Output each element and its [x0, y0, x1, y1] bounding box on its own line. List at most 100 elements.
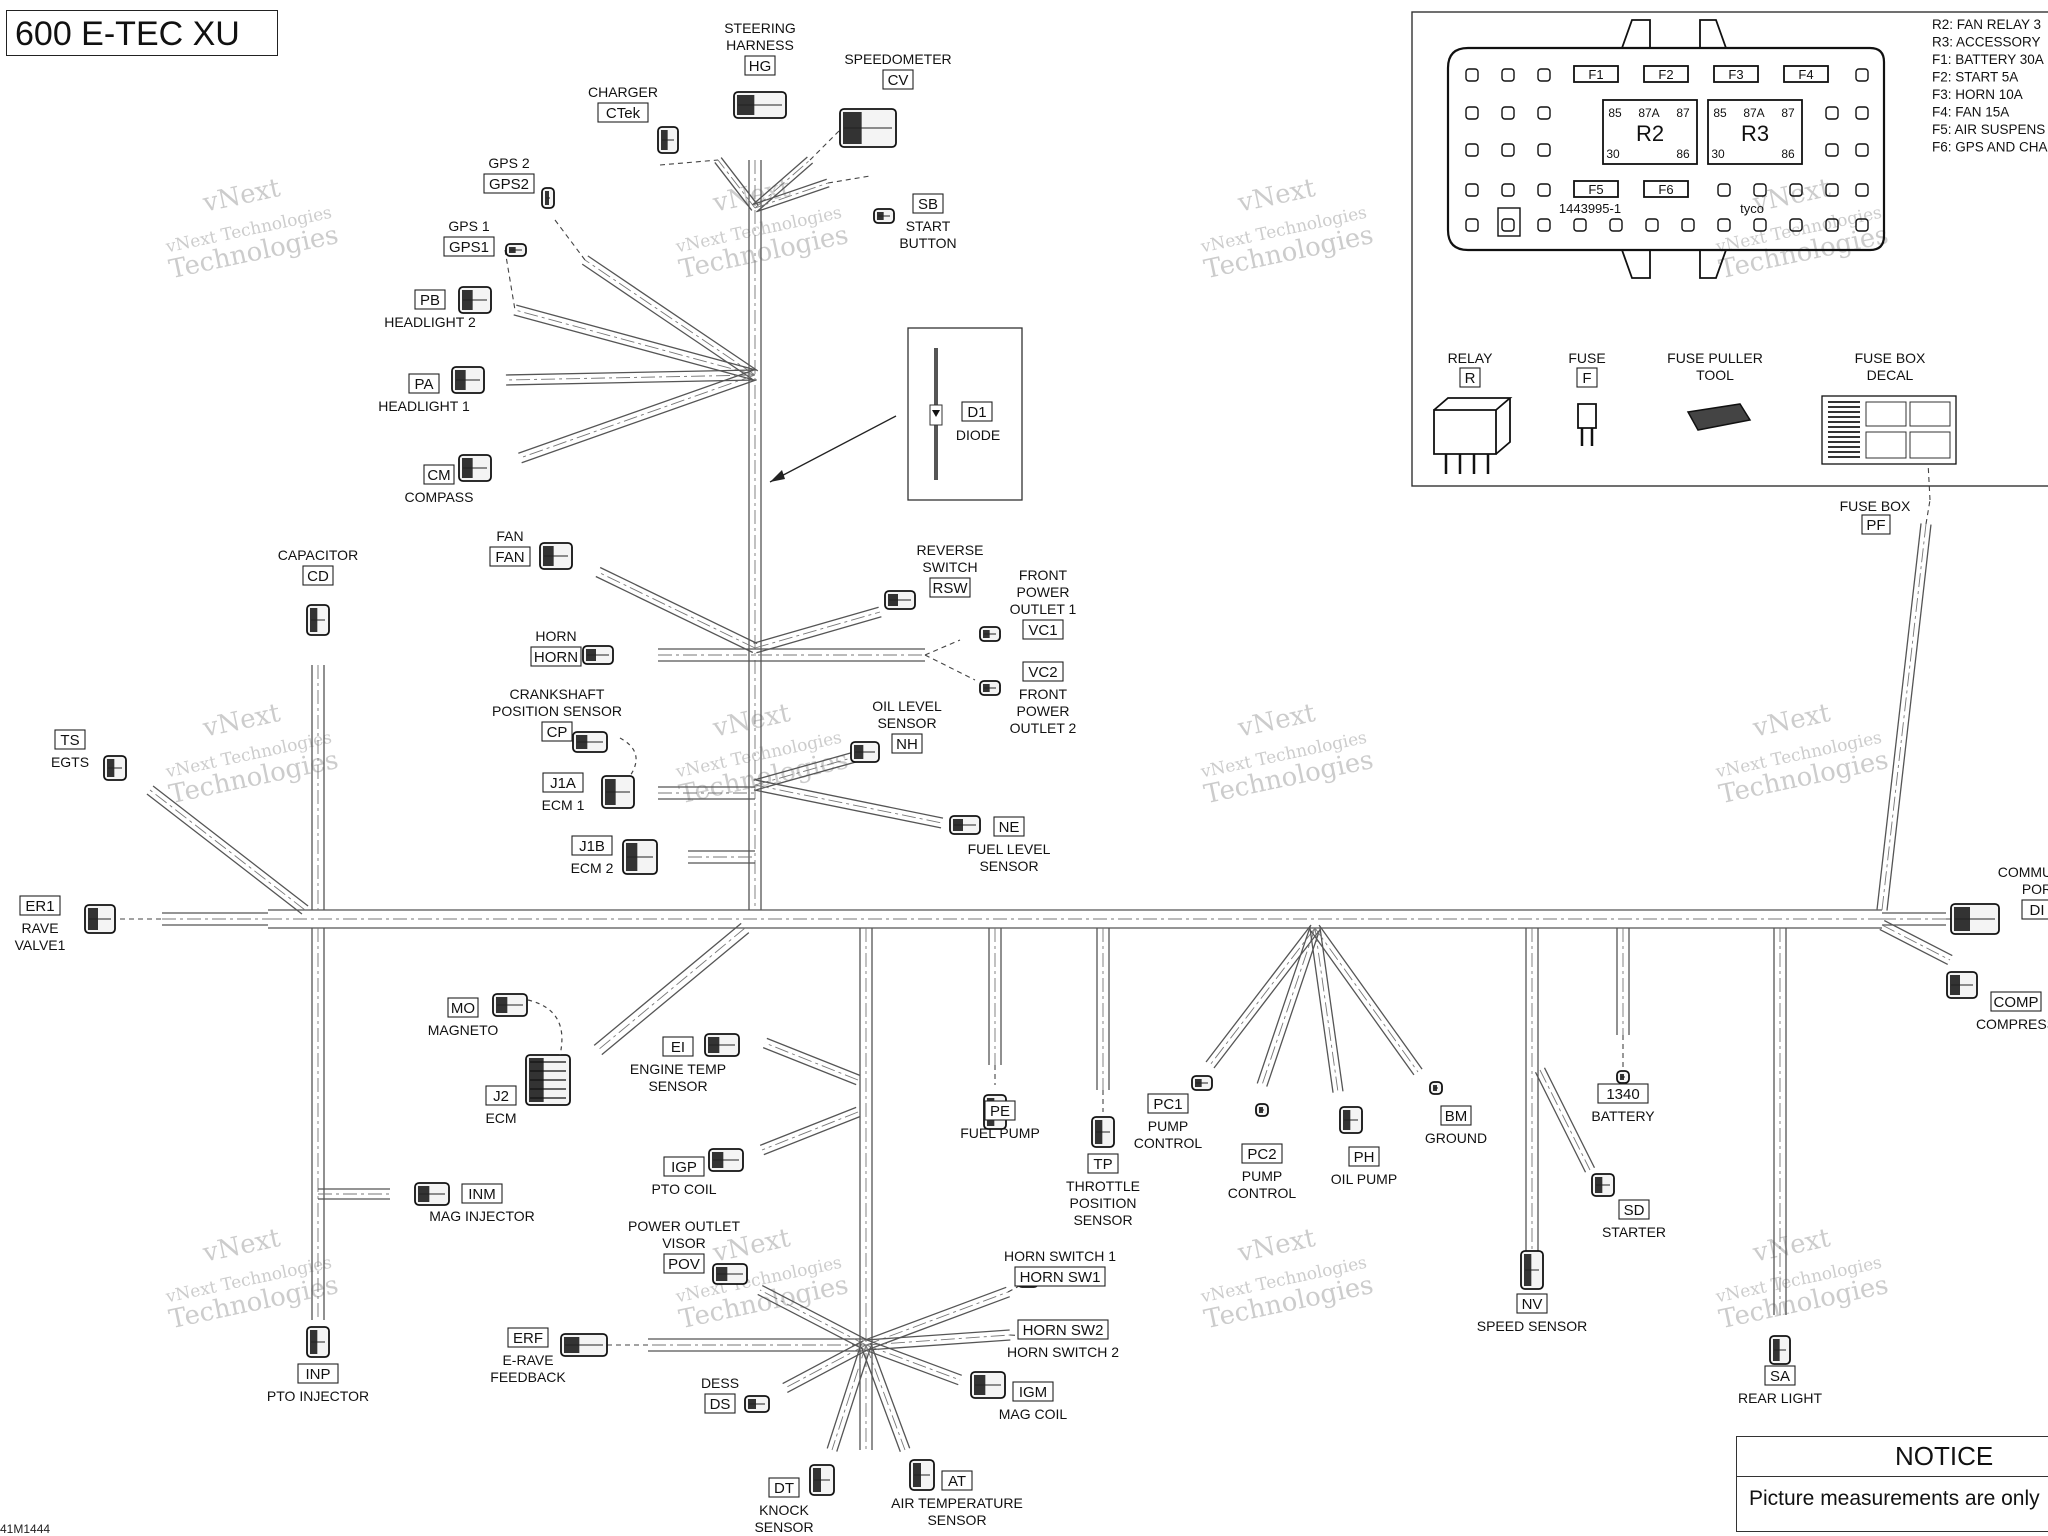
terminal-pip: [1645, 218, 1659, 232]
terminal-pip: [1465, 106, 1479, 120]
wire-edge: [1256, 926, 1311, 1084]
connector-inm-icon: [414, 1182, 450, 1206]
wire-edge: [753, 178, 827, 205]
connector-name: FAN: [496, 528, 523, 544]
wire-edge: [782, 1340, 864, 1385]
fuse-part-code: F: [1582, 370, 1591, 387]
terminal-pip: [1465, 143, 1479, 157]
connector-code: POV: [668, 1256, 700, 1273]
connector-code: VC1: [1028, 622, 1057, 639]
harness-segment: [146, 785, 309, 915]
connector-j1b-icon: [622, 839, 658, 875]
fuse-legend-line: R3: ACCESSORY: [1932, 35, 2041, 50]
pigtail-dash: [554, 219, 586, 261]
connector-name: CONTROL: [1228, 1185, 1297, 1201]
connector-code: INP: [305, 1366, 330, 1383]
connector-name: MAG INJECTOR: [429, 1208, 535, 1224]
harness-segment: [714, 157, 759, 211]
fuse-legend-line: F2: START 5A: [1932, 70, 2018, 85]
decal-cell: [1865, 401, 1907, 427]
connector-name: SPEEDOMETER: [844, 51, 951, 67]
connector-code: HORN SW2: [1023, 1322, 1104, 1339]
wire-edge: [759, 1106, 857, 1146]
connector-name: HORN SWITCH 1: [1004, 1248, 1116, 1264]
wire-edge: [1886, 524, 1932, 911]
wire-edge: [593, 922, 742, 1046]
connector-name: COMPRESS: [1976, 1016, 2048, 1032]
fuse-box-latch-top: [1621, 19, 1727, 49]
connector-code: CM: [427, 467, 450, 484]
wire-edge: [601, 932, 750, 1056]
connector-code-box: [1014, 1266, 1106, 1287]
fuse-label: F2: [1658, 67, 1673, 82]
connector-label-comp: COMPCOMPRESS: [1976, 991, 2048, 1032]
connector-bm-icon: [1429, 1081, 1443, 1095]
connector-code: GPS1: [449, 239, 489, 256]
connector-name: FRONT: [1019, 567, 1068, 583]
connector-mo-icon: [492, 993, 528, 1017]
harness-segment: [1525, 928, 1539, 1255]
wire-centerline: [514, 309, 756, 376]
connector-name: MAG COIL: [999, 1406, 1068, 1422]
terminal-pip: [1717, 218, 1731, 232]
fuse-f3: F3: [1713, 65, 1759, 83]
wire-centerline: [831, 1344, 867, 1451]
terminal-pip: [1855, 183, 1869, 197]
connector-code: NE: [999, 819, 1020, 836]
wire-edge: [762, 1047, 857, 1086]
connector-code-box: [507, 1327, 549, 1348]
wire-centerline: [865, 1334, 1011, 1346]
terminal-pip: [1465, 218, 1479, 232]
wire-centerline: [754, 182, 829, 209]
relay-pin: 87A: [1638, 106, 1659, 120]
connector-vc2-icon: [979, 626, 1001, 642]
connector-code: J1A: [550, 775, 576, 792]
connector-name: START: [906, 218, 951, 234]
connector-code-box: [929, 577, 971, 598]
harness-segment: [311, 665, 325, 910]
connector-name: PTO COIL: [651, 1181, 716, 1197]
fuse-body: [1643, 180, 1689, 198]
harness-segment: [658, 648, 925, 662]
wire-edge: [870, 1343, 911, 1449]
connector-icons: [84, 91, 2000, 1496]
terminal-pip: [1825, 218, 1839, 232]
connector-code-box: [423, 464, 455, 485]
harness-segment: [658, 786, 755, 800]
connector-name: CRANKSHAFT: [510, 686, 605, 702]
connector-name: VISOR: [662, 1235, 706, 1251]
connector-code-box: [1764, 1365, 1796, 1386]
terminal-pip: [1501, 183, 1515, 197]
wire-centerline: [519, 374, 756, 459]
connector-name: STARTER: [1602, 1224, 1666, 1240]
wire-edge: [518, 369, 754, 454]
notice-body: Picture measurements are only: [1749, 1487, 2040, 1510]
wire-edge: [506, 379, 756, 386]
connector-name: VALVE1: [15, 937, 66, 953]
fuse-part-name: TOOL: [1696, 367, 1734, 383]
wire-centerline: [597, 927, 746, 1051]
harness-segment: [162, 912, 268, 926]
connector-di-icon: [1950, 903, 2000, 935]
crankshaft-link: [619, 737, 637, 777]
relay-pin: 87: [1781, 106, 1795, 120]
wire-edge: [751, 156, 808, 206]
wire-edge: [1309, 928, 1334, 1093]
connector-code: CV: [888, 72, 909, 89]
relay-pin: 30: [1711, 147, 1725, 161]
fuse-box-code-box: [1861, 514, 1891, 535]
wire-edge: [867, 1296, 1010, 1351]
fuse-box-maker: tyco: [1740, 201, 1764, 216]
connector-code-box: [1017, 1319, 1109, 1340]
